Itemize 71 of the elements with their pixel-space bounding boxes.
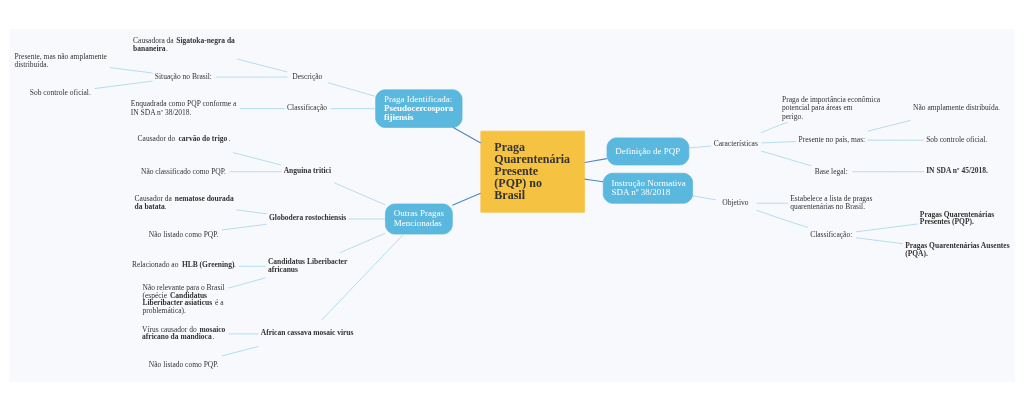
connector xyxy=(584,158,608,164)
node-text: Não listado como PQP. xyxy=(148,360,219,370)
connector xyxy=(867,139,925,141)
connector xyxy=(215,76,288,78)
connector xyxy=(692,195,717,201)
connector xyxy=(109,67,153,74)
connector xyxy=(867,119,912,132)
node-text: Sob controle oficial. xyxy=(926,135,988,145)
connector xyxy=(221,223,268,231)
node-text: Não classificado como PQP. xyxy=(140,166,226,176)
node-text: Características xyxy=(713,138,758,148)
node-text: Base legal: xyxy=(814,166,848,176)
node-text: African cassava mosaic virus xyxy=(260,328,354,338)
connector xyxy=(232,152,282,166)
connector xyxy=(333,182,386,206)
node-text: Não listado como PQP. xyxy=(148,229,219,239)
connector xyxy=(321,233,405,321)
connector xyxy=(855,237,904,245)
connector xyxy=(760,150,812,167)
node-text: Relacionado ao HLB (Greening). xyxy=(131,260,236,270)
connector xyxy=(327,82,376,97)
node-text: Sob controle oficial. xyxy=(29,87,91,97)
connector xyxy=(451,192,482,206)
node-text: Enquadrada como PQP conforme a IN SDA nº 38/2018. xyxy=(130,99,237,117)
node-box: Praga Quarentenária Presente (PQP) no Brasil xyxy=(480,130,585,213)
node-text: Classificação xyxy=(287,103,328,113)
connector xyxy=(688,145,712,149)
node-text: Causadora da Sigatoka-negra da bananeira. xyxy=(133,36,235,53)
connector xyxy=(851,171,925,173)
connector xyxy=(94,80,153,89)
node-text: Descrição xyxy=(292,71,323,81)
connector xyxy=(229,171,282,173)
node-text: IN SDA nº 45/2018. xyxy=(926,165,988,175)
connector xyxy=(227,277,266,289)
connector xyxy=(339,232,386,254)
node-text: Não relevante para o Brasil (espécie Candidatus Liberibacter asiaticus é a problemática). xyxy=(142,283,225,315)
connector xyxy=(330,108,376,109)
connector xyxy=(235,209,268,215)
node-text: Situação no Brasil: xyxy=(154,71,212,81)
node-text: Pragas Quarentenárias Presentes (PQP). xyxy=(919,209,995,227)
node-text: Vírus causador do mosaico africano da mandioca. xyxy=(142,324,226,342)
node-text: Classificação: xyxy=(810,229,853,239)
connector xyxy=(237,58,288,73)
connector xyxy=(348,218,386,220)
node-text: Pragas Quarentenárias Ausentes (PQA). xyxy=(905,241,1010,258)
node-text: Presente no país, mas: xyxy=(798,135,866,145)
node-text: Causador do carvão do trigo. xyxy=(137,134,231,144)
node-box: Instrução Normativa SDA nº 38/2018 xyxy=(602,172,693,204)
connector xyxy=(584,178,604,183)
connector xyxy=(238,265,266,267)
node-text: Praga de importância econômica potencial para áreas em perigo. xyxy=(782,95,881,121)
connector xyxy=(221,346,259,357)
node-text: Não amplamente distribuída. xyxy=(913,103,1000,113)
connector xyxy=(756,202,789,204)
connector xyxy=(452,127,482,144)
node-text: Estabelece a lista de pragas quarentenárias no Brasil. xyxy=(790,193,873,212)
connector xyxy=(756,209,809,228)
node-text: Globodera rostochiensis xyxy=(269,213,347,223)
node-text: Anguina tritici xyxy=(283,165,331,175)
node-box: Definição de PQP xyxy=(606,137,690,166)
connector xyxy=(239,108,286,109)
node-text: Objetivo xyxy=(722,198,749,208)
node-text: Candidatus Liberibacter africanus xyxy=(267,257,348,274)
node-box: Outras Pragas Mencionadas xyxy=(385,203,453,235)
node-box: Praga Identificada: Pseudocercospora fijiensis xyxy=(375,89,463,128)
connector xyxy=(760,141,797,144)
node-text: Presente, mas não amplamente distribuída. xyxy=(14,52,107,70)
connector xyxy=(228,333,259,335)
node-text: Causador da nematose dourada da batata. xyxy=(134,193,234,211)
connector xyxy=(855,223,918,233)
connector xyxy=(760,121,789,134)
